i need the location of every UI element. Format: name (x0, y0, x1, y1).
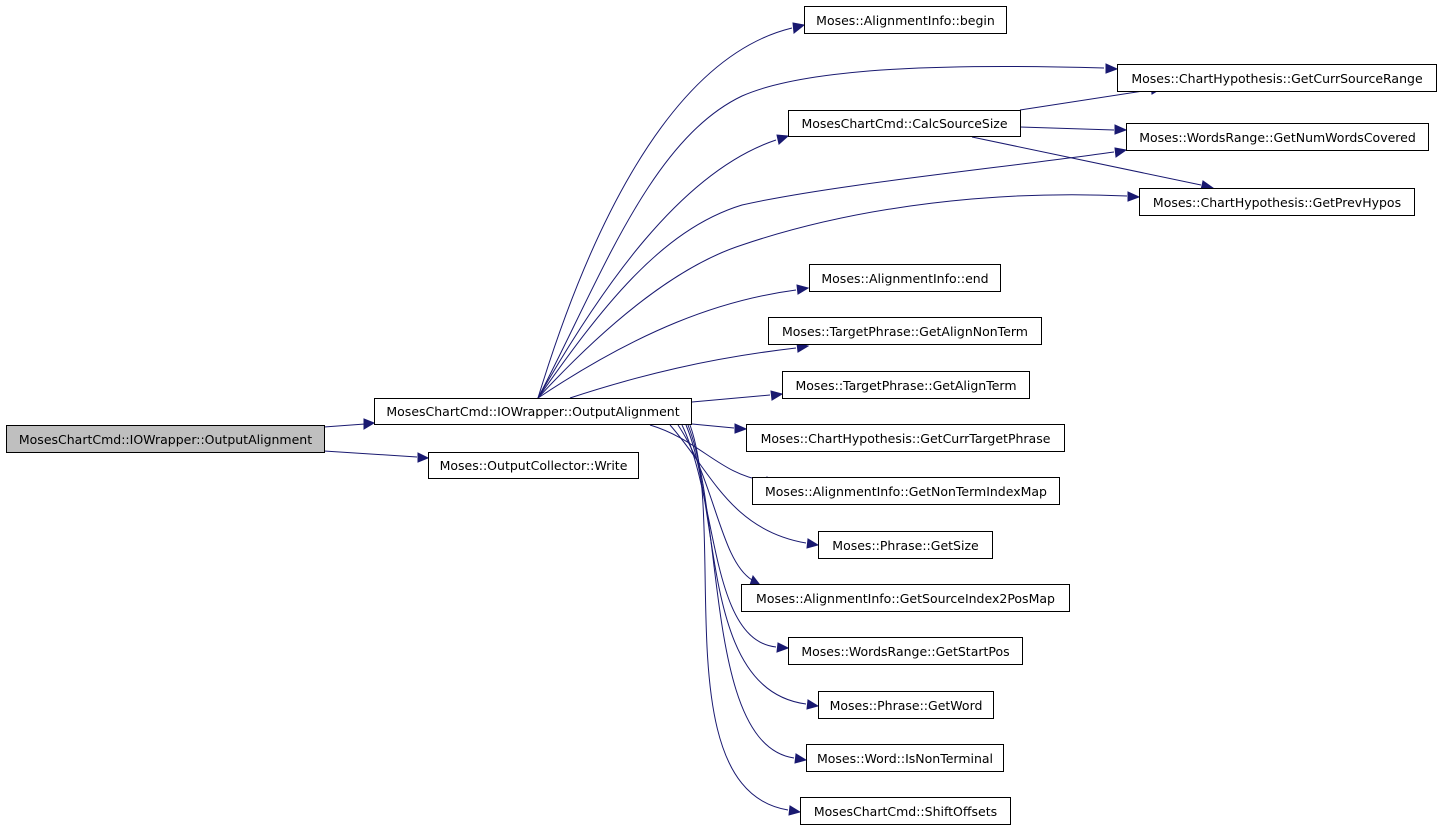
get-align-non-term-node[interactable]: Moses::TargetPhrase::GetAlignNonTerm (768, 317, 1042, 345)
node-label: Moses::WordsRange::GetStartPos (801, 643, 1010, 659)
edge-to-shift-offsets (689, 424, 789, 811)
arrowhead (1127, 191, 1141, 202)
edge-root-to-output-alignment (323, 423, 366, 428)
node-label: Moses::AlignmentInfo::GetNonTermIndexMap (765, 483, 1047, 499)
calc-source-size-node[interactable]: MosesChartCmd::CalcSourceSize (788, 110, 1021, 137)
node-label: Moses::Word::IsNonTerminal (816, 750, 994, 766)
edge-to-source-index-2-pos-map (677, 424, 753, 581)
root-function-node: MosesChartCmd::IOWrapper::OutputAlignmen… (6, 425, 325, 453)
get-align-term-node[interactable]: Moses::TargetPhrase::GetAlignTerm (782, 371, 1030, 399)
arrowhead (734, 423, 748, 434)
arrowhead (1114, 147, 1128, 158)
arrowhead (363, 418, 376, 430)
shift-offsets-node[interactable]: MosesChartCmd::ShiftOffsets (800, 797, 1011, 825)
edge-calc-to-num-words-covered (1019, 126, 1115, 131)
node-label: Moses::AlignmentInfo::GetSourceIndex2Pos… (756, 590, 1055, 606)
arrowhead (788, 805, 802, 816)
node-label: Moses::ChartHypothesis::GetCurrSourceRan… (1131, 70, 1423, 86)
edge-root-to-write (323, 450, 418, 458)
edge-calc-to-curr-source-range (1019, 89, 1151, 111)
alignment-info-end-node[interactable]: Moses::AlignmentInfo::end (809, 264, 1001, 292)
arrowhead (770, 390, 784, 401)
arrowhead (794, 753, 808, 764)
edge-to-curr-source-range (537, 65, 1105, 399)
node-label: MosesChartCmd::CalcSourceSize (801, 116, 1008, 131)
get-curr-source-range-node[interactable]: Moses::ChartHypothesis::GetCurrSourceRan… (1117, 64, 1437, 92)
edge-to-curr-target-phrase (691, 423, 735, 429)
is-non-terminal-node[interactable]: Moses::Word::IsNonTerminal (806, 744, 1004, 772)
arrowhead (1114, 124, 1128, 135)
edge-to-get-start-pos (681, 424, 777, 648)
node-label: Moses::AlignmentInfo::end (821, 270, 989, 286)
edge-to-phrase-get-word (685, 424, 807, 705)
output-alignment-node[interactable]: MosesChartCmd::IOWrapper::OutputAlignmen… (374, 398, 692, 425)
node-label: MosesChartCmd::ShiftOffsets (813, 803, 998, 819)
arrowhead (806, 699, 820, 710)
edge-to-get-align-term (691, 394, 771, 403)
node-label: Moses::Phrase::GetSize (832, 537, 979, 553)
edge-to-get-align-non-term (569, 347, 797, 399)
output-collector-write-node[interactable]: Moses::OutputCollector::Write (428, 452, 639, 479)
arrowhead (417, 452, 430, 463)
node-label: Moses::WordsRange::GetNumWordsCovered (1139, 129, 1416, 145)
alignment-info-begin-node[interactable]: Moses::AlignmentInfo::begin (804, 6, 1007, 34)
edge-to-end (537, 289, 797, 399)
get-non-term-index-map-node[interactable]: Moses::AlignmentInfo::GetNonTermIndexMap (752, 477, 1060, 505)
arrowhead (776, 642, 790, 653)
get-start-pos-node[interactable]: Moses::WordsRange::GetStartPos (788, 637, 1023, 665)
edge-to-phrase-get-size (669, 424, 807, 544)
node-label: Moses::AlignmentInfo::begin (816, 12, 995, 28)
phrase-get-word-node[interactable]: Moses::Phrase::GetWord (818, 691, 994, 719)
edge-to-calc-source-size (537, 139, 777, 399)
arrowhead (1105, 63, 1119, 74)
arrowhead (796, 284, 810, 295)
edge-calc-to-prev-hypos (971, 136, 1202, 186)
node-label: Moses::ChartHypothesis::GetPrevHypos (1152, 194, 1402, 210)
node-label: Moses::TargetPhrase::GetAlignNonTerm (782, 323, 1028, 339)
edge-to-prev-hypos (537, 194, 1128, 399)
get-curr-target-phrase-node[interactable]: Moses::ChartHypothesis::GetCurrTargetPhr… (746, 424, 1065, 452)
arrowhead (792, 22, 806, 34)
node-label: Moses::ChartHypothesis::GetCurrTargetPhr… (760, 430, 1051, 446)
edge-to-non-term-index-map (649, 424, 767, 482)
get-prev-hypos-node[interactable]: Moses::ChartHypothesis::GetPrevHypos (1139, 188, 1415, 216)
get-num-words-covered-node[interactable]: Moses::WordsRange::GetNumWordsCovered (1126, 123, 1429, 151)
node-label: Moses::OutputCollector::Write (439, 458, 628, 473)
arrowhead (776, 134, 790, 145)
node-label: MosesChartCmd::IOWrapper::OutputAlignmen… (18, 431, 313, 447)
edge-to-begin (537, 27, 793, 399)
get-source-index-2-pos-map-node[interactable]: Moses::AlignmentInfo::GetSourceIndex2Pos… (741, 584, 1070, 612)
edge-to-num-words-covered (537, 151, 1115, 399)
arrowhead (806, 538, 820, 549)
node-label: MosesChartCmd::IOWrapper::OutputAlignmen… (386, 404, 680, 419)
phrase-get-size-node[interactable]: Moses::Phrase::GetSize (818, 531, 993, 559)
node-label: Moses::TargetPhrase::GetAlignTerm (795, 377, 1017, 393)
node-label: Moses::Phrase::GetWord (829, 697, 983, 713)
